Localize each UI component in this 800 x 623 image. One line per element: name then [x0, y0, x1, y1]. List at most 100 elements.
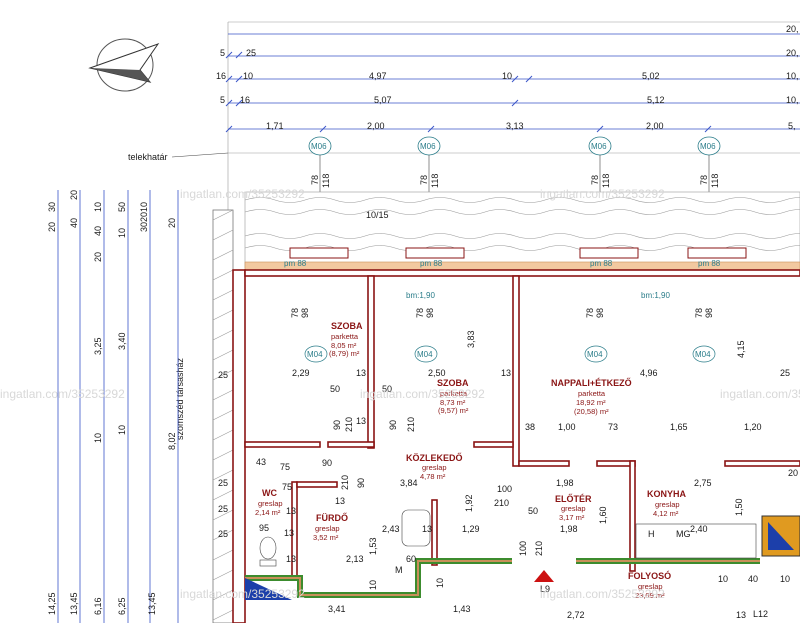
- svg-text:13: 13: [284, 528, 294, 538]
- pm-label-4: pm 88: [698, 259, 721, 268]
- svg-text:M04: M04: [417, 350, 433, 359]
- dim-row3-3: 5,12: [647, 95, 665, 105]
- roof-slope-label: 10/15: [366, 210, 389, 220]
- room-folyoso: FOLYOSÓ greslap 23,09 m²: [628, 570, 671, 600]
- svg-text:L9: L9: [540, 584, 550, 594]
- svg-text:25: 25: [218, 478, 228, 488]
- svg-text:13: 13: [501, 368, 511, 378]
- dim-row2-0: 16: [216, 71, 226, 81]
- svg-text:25: 25: [780, 368, 790, 378]
- sill-dim-2b: 98: [425, 308, 435, 318]
- svg-text:100: 100: [518, 541, 528, 556]
- svg-text:18,92 m²: 18,92 m²: [576, 398, 606, 407]
- svg-text:20: 20: [167, 218, 177, 228]
- watermark-1: ingatlan.com/35253292: [180, 187, 305, 201]
- svg-text:38: 38: [525, 422, 535, 432]
- sill-dim-3b: 98: [595, 308, 605, 318]
- bath-fixture: [401, 509, 431, 547]
- top-dimension-lines: [228, 33, 800, 154]
- svg-text:greslap: greslap: [655, 500, 680, 509]
- svg-text:210: 210: [344, 417, 354, 432]
- svg-text:4,78 m²: 4,78 m²: [420, 472, 446, 481]
- room-wc: WC greslap 2,14 m²: [255, 488, 283, 517]
- partition-wall-5: [473, 441, 514, 448]
- svg-text:20: 20: [139, 212, 149, 222]
- dim-row2-1: 10: [243, 71, 253, 81]
- svg-text:3,25: 3,25: [93, 337, 103, 355]
- svg-text:10: 10: [117, 228, 127, 238]
- sill-dim-4b: 98: [704, 308, 714, 318]
- svg-text:25: 25: [218, 529, 228, 539]
- watermark-6: ingatlan.com/35253292: [180, 587, 305, 601]
- svg-text:50: 50: [117, 202, 127, 212]
- svg-text:2,13: 2,13: [346, 554, 364, 564]
- svg-text:2,14 m²: 2,14 m²: [255, 508, 281, 517]
- svg-text:3,52 m²: 3,52 m²: [313, 533, 339, 542]
- partition-wall-2: [512, 275, 520, 467]
- svg-text:100: 100: [497, 484, 512, 494]
- dim-row3-4: 10,: [786, 95, 799, 105]
- svg-text:13: 13: [335, 496, 345, 506]
- m-mark: M: [395, 565, 403, 575]
- mg-mark: MG: [676, 529, 691, 539]
- svg-text:M04: M04: [695, 350, 711, 359]
- dim-row2-5: 10,: [786, 71, 799, 81]
- svg-text:M04: M04: [307, 350, 323, 359]
- dim-row3-2: 5,07: [374, 95, 392, 105]
- sill-dim-1a: 78: [290, 308, 300, 318]
- svg-text:2,29: 2,29: [292, 368, 310, 378]
- svg-text:10: 10: [117, 425, 127, 435]
- svg-text:25: 25: [218, 504, 228, 514]
- svg-text:14,25: 14,25: [47, 592, 57, 615]
- svg-text:20: 20: [93, 252, 103, 262]
- dim-row3-1: 16: [240, 95, 250, 105]
- room-konyha: KONYHA greslap 4,12 m²: [647, 489, 687, 518]
- pm-label-3: pm 88: [590, 259, 613, 268]
- svg-text:50: 50: [382, 384, 392, 394]
- svg-text:1,53: 1,53: [368, 537, 378, 555]
- svg-text:10: 10: [368, 580, 378, 590]
- svg-text:25: 25: [218, 370, 228, 380]
- svg-text:NAPPALI+ÉTKEZŐ: NAPPALI+ÉTKEZŐ: [551, 377, 632, 388]
- facade-window-4: [687, 247, 747, 259]
- svg-text:parketta: parketta: [331, 332, 359, 341]
- room-nappali: NAPPALI+ÉTKEZŐ parketta 18,92 m² (20,58)…: [551, 377, 632, 416]
- svg-text:50: 50: [528, 506, 538, 516]
- win-dim-1a: 78: [310, 175, 320, 185]
- svg-text:10: 10: [780, 574, 790, 584]
- window-marker-4: M06: [697, 136, 721, 156]
- dim-row4-2: 3,13: [506, 121, 524, 131]
- svg-text:3,84: 3,84: [400, 478, 418, 488]
- svg-text:10: 10: [718, 574, 728, 584]
- svg-text:3,41: 3,41: [328, 604, 346, 614]
- h-mark: H: [648, 529, 655, 539]
- svg-text:1,98: 1,98: [560, 524, 578, 534]
- svg-text:SZOBA: SZOBA: [331, 321, 363, 331]
- room-szoba-2: SZOBA parketta 8,73 m² (9,57) m²: [437, 378, 469, 415]
- watermark-4: ingatlan.com/35253292: [360, 387, 485, 401]
- pm-label-1: pm 88: [284, 259, 307, 268]
- svg-text:2,72: 2,72: [567, 610, 585, 620]
- dim-row3-0: 5: [220, 95, 225, 105]
- svg-text:13: 13: [356, 416, 366, 426]
- svg-text:75: 75: [282, 482, 292, 492]
- svg-text:50: 50: [330, 384, 340, 394]
- svg-text:1,60: 1,60: [598, 506, 608, 524]
- dim-row2-3: 10: [502, 71, 512, 81]
- room-eloter: ELŐTÉR greslap 3,17 m²: [555, 493, 592, 522]
- watermark-7: ingatlan.com/35253292: [540, 587, 665, 601]
- svg-text:parketta: parketta: [440, 389, 468, 398]
- svg-text:KÖZLEKEDŐ: KÖZLEKEDŐ: [406, 452, 463, 463]
- svg-text:greslap: greslap: [315, 524, 340, 533]
- sill-dim-3a: 78: [585, 308, 595, 318]
- svg-text:FÜRDŐ: FÜRDŐ: [316, 512, 348, 523]
- svg-text:90: 90: [332, 420, 342, 430]
- partition-wall-12: [431, 499, 438, 566]
- svg-text:10: 10: [93, 202, 103, 212]
- svg-text:90: 90: [356, 478, 366, 488]
- svg-text:210: 210: [406, 417, 416, 432]
- watermark-5: ingatlan.com/35253292: [720, 387, 800, 401]
- svg-text:43: 43: [256, 457, 266, 467]
- sill-dim-2a: 78: [415, 308, 425, 318]
